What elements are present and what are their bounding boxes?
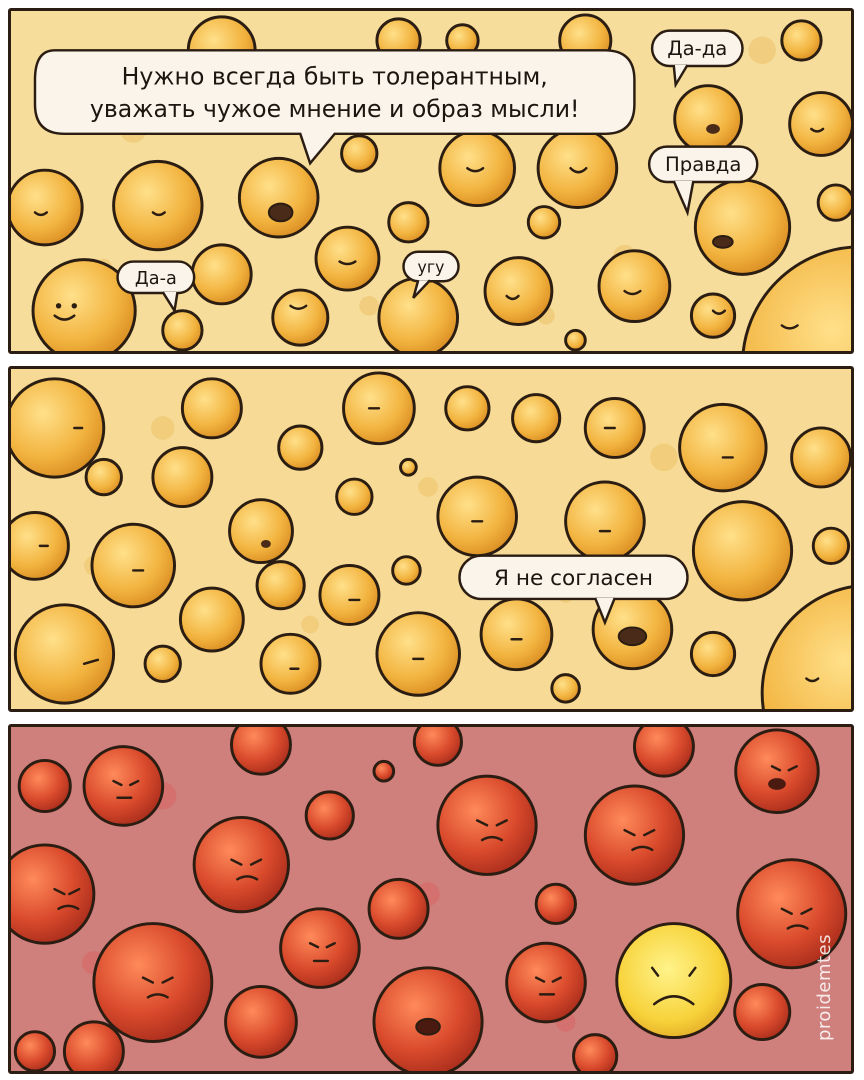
reply-ugu-text: угу [418, 257, 445, 276]
reply-pravda-text: Правда [665, 153, 741, 176]
comic-panel-3: proidemtes [8, 724, 854, 1074]
reply-da-da-text: Да-да [667, 37, 727, 60]
reply-bubble-pravda: Правда [647, 145, 759, 217]
angry-faces [53, 765, 813, 999]
panel-2-illustration: Я не согласен [11, 371, 851, 709]
panel-1-illustration: Нужно всегда быть толерантным, уважать ч… [11, 13, 851, 351]
main-speech-line-2: уважать чужое мнение и образ мысли! [90, 95, 580, 123]
main-speech-bubble: Нужно всегда быть толерантным, уважать ч… [33, 49, 636, 166]
reply-bubble-da-da: Да-да [650, 29, 744, 89]
main-speech-line-1: Нужно всегда быть толерантным, [122, 63, 548, 91]
yellow-balls [11, 371, 851, 705]
disagree-speech-text: Я не согласен [494, 566, 653, 591]
talking-mouth [267, 202, 294, 223]
smiling-mouth [712, 235, 734, 249]
reply-bubble-da-a: Да-а [116, 260, 196, 315]
reply-bubble-ugu: угу [402, 250, 460, 299]
large-corner-ball [760, 585, 851, 709]
yelling-mouth [768, 778, 786, 790]
sad-yellow-ball [615, 922, 733, 1040]
angry-red-balls [11, 727, 848, 1071]
comic-panel-1: Нужно всегда быть толерантным, уважать ч… [8, 8, 854, 354]
comic-panel-2: Я не согласен [8, 366, 854, 712]
sad-face [650, 966, 697, 1006]
large-corner-ball [741, 245, 851, 351]
reply-da-a-text: Да-а [135, 269, 177, 289]
panel-3-illustration [11, 727, 848, 1071]
happy-mouth [706, 124, 720, 134]
surprised-mouth [261, 539, 271, 548]
disagreeing-mouth [617, 626, 648, 647]
ball-faces [33, 127, 825, 330]
yellow-balls [11, 13, 851, 351]
watermark: proidemtes [814, 934, 835, 1041]
ball-faces [38, 407, 820, 683]
disagree-speech-bubble: Я не согласен [458, 554, 689, 626]
shouting-mouth [415, 1017, 441, 1036]
